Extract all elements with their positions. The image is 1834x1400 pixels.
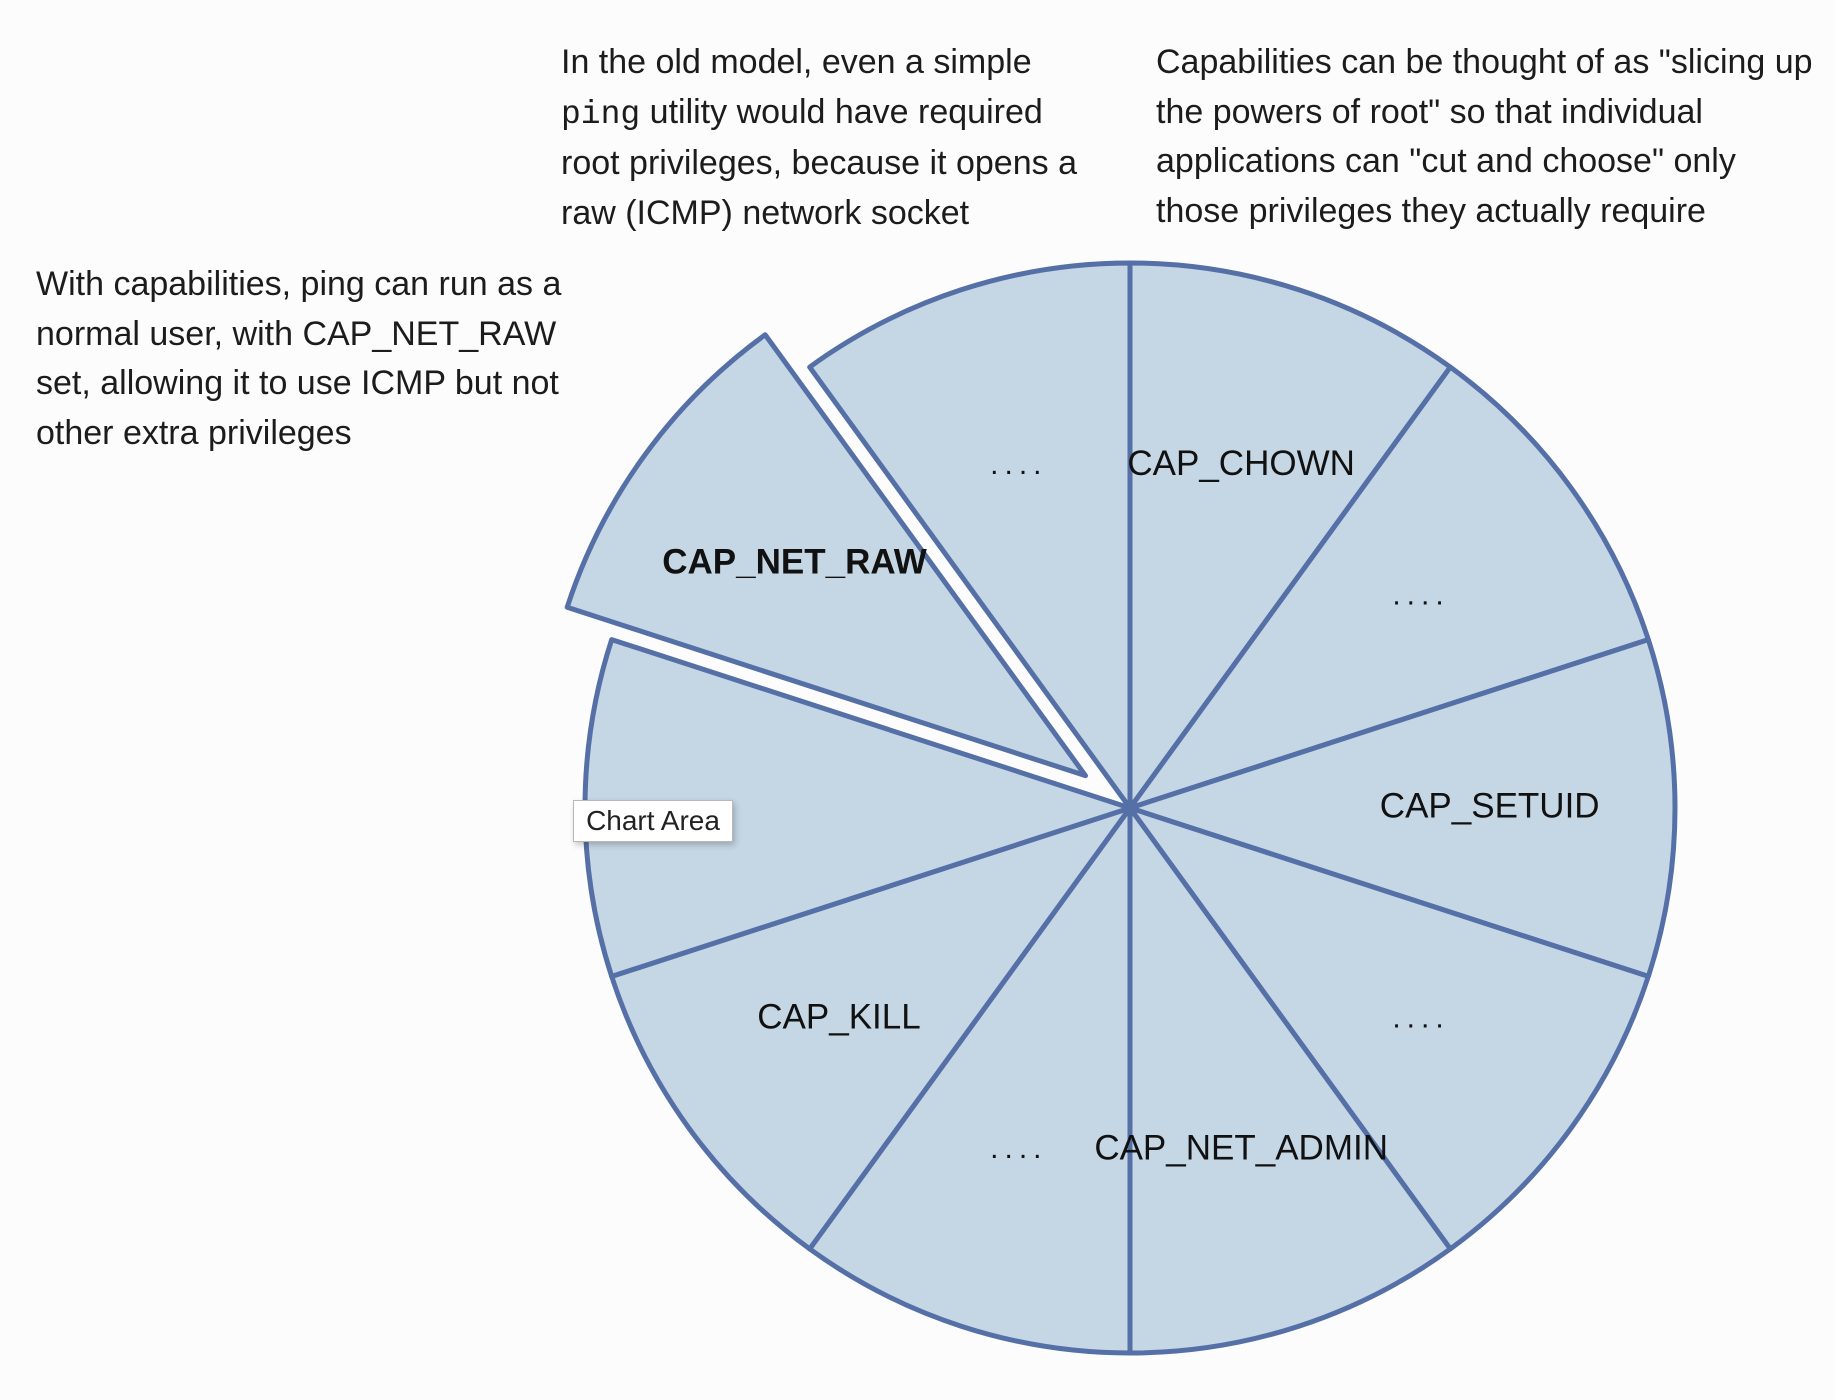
pie-slice-9[interactable] [807, 260, 1133, 811]
ping-caps-line-4: other extra privileges [36, 413, 352, 452]
pie-slice-2[interactable] [1127, 637, 1678, 979]
pie-slice-label-0: CAP_CHOWN [1127, 444, 1355, 483]
old-model-line-1: In the old model, even a simple [561, 43, 1032, 81]
slicing-line-3: applications can "cut and choose" only [1156, 142, 1736, 180]
pie-slice-label-3: .... [1392, 1001, 1449, 1034]
old-model-line-3: root privileges, because it opens a [561, 144, 1077, 182]
pie-slice-label-2: CAP_SETUID [1380, 786, 1600, 825]
pie-slice-4[interactable] [1127, 805, 1453, 1356]
pie-labels: CAP_CHOWN.... CAP_SETUID.... CAP_NET_ADMIN… [662, 444, 1599, 1167]
ping-caps-line-1: With capabilities, ping can run as a [36, 265, 562, 303]
pie-slice-8[interactable] [564, 332, 1088, 779]
slicing-line-1: Capabilities can be thought of as "slici… [1156, 43, 1813, 81]
slicing-line-2: the powers of root" so that individual [1156, 92, 1703, 131]
pie-slice-label-5: .... [990, 1132, 1047, 1165]
ping-caps-line-2: normal user, with CAP_NET_RAW [36, 314, 557, 353]
old-model-annotation: In the old model, even a simple ping uti… [561, 38, 1077, 238]
pie-slice-5[interactable] [807, 805, 1133, 1356]
old-model-line-4: raw (ICMP) network socket [561, 193, 970, 232]
pie-slice-label-4: CAP_NET_ADMIN [1094, 1128, 1388, 1167]
ping-capabilities-annotation: With capabilities, ping can run as a nor… [36, 260, 561, 458]
pie-slice-1[interactable] [1127, 364, 1651, 811]
pie-slice-0[interactable] [1127, 260, 1453, 811]
pie-slice-label-8: CAP_NET_RAW [662, 542, 926, 581]
ping-caps-line-3: set, allowing it to use ICMP but not [36, 364, 559, 402]
pie-slice-3[interactable] [1127, 805, 1651, 1252]
pie-slices [564, 260, 1678, 1356]
chart-area-tooltip: Chart Area [573, 800, 733, 842]
pie-slice-label-9: .... [990, 448, 1047, 481]
slicing-annotation: Capabilities can be thought of as "slici… [1156, 38, 1813, 236]
ping-code: ping [561, 95, 641, 133]
pie-slice-label-1: .... [1392, 578, 1449, 611]
pie-slice-label-6: CAP_KILL [757, 998, 920, 1037]
slicing-line-4: those privileges they actually require [1156, 191, 1706, 230]
old-model-line-2: ping utility would have required [561, 88, 1077, 140]
pie-slice-6[interactable] [609, 805, 1133, 1252]
old-model-line-2-rest: utility would have required [640, 92, 1043, 131]
